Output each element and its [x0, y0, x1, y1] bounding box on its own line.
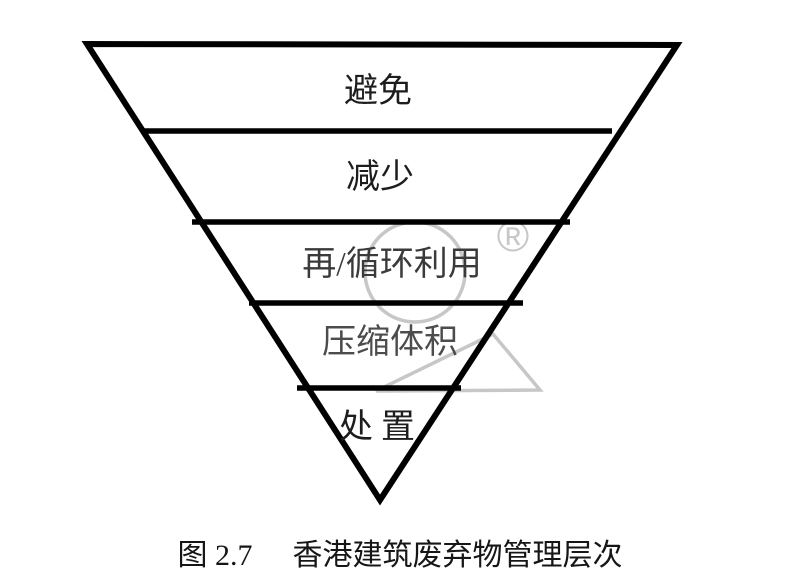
pyramid-outline — [81, 40, 683, 506]
figure-title: 香港建筑废弃物管理层次 — [292, 539, 623, 572]
figure-caption: 图 2.7 香港建筑废弃物管理层次 — [0, 530, 800, 574]
level-4-label: 压缩体积 — [322, 323, 458, 361]
level-5-label: 处置 — [339, 409, 423, 446]
level-3-label: 再/循环利用 — [302, 245, 481, 283]
level-2-label: 减少 — [346, 159, 414, 196]
level-1-label: 避免 — [344, 72, 412, 110]
figure-number: 图 2.7 — [177, 539, 253, 572]
